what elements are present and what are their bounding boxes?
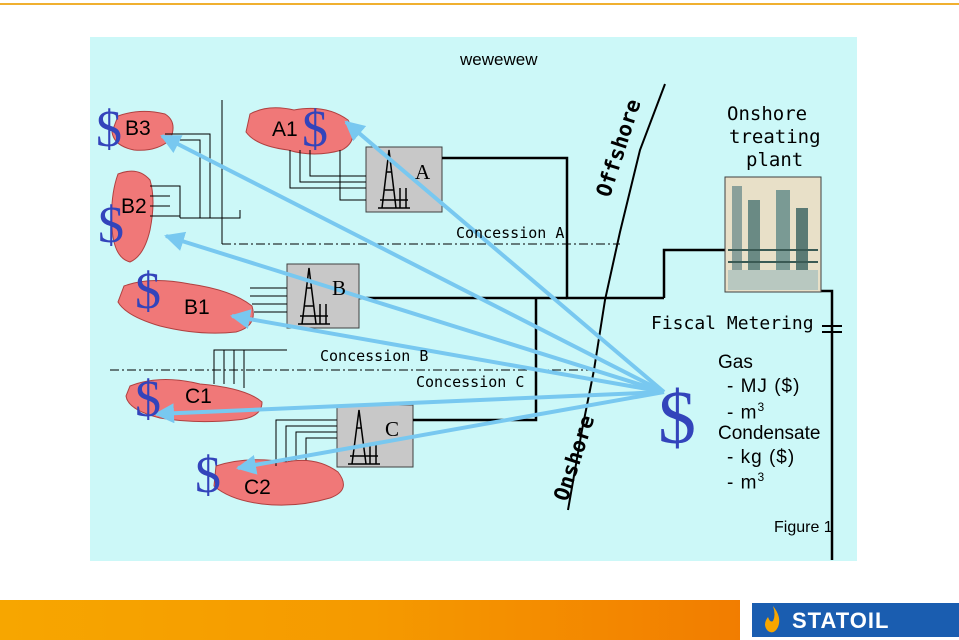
derrick-icon-a: [378, 149, 410, 209]
dollar-icon-b3: $: [96, 101, 122, 158]
platforms: [286, 146, 443, 468]
top-rule: [0, 3, 959, 5]
plant-label-line3: plant: [746, 149, 804, 171]
units-gas-m3-sup: 3: [757, 400, 766, 414]
treating-plant-icon: [724, 176, 822, 293]
field-label-b2: B2: [121, 195, 147, 218]
units-gas: Gas: [718, 352, 753, 373]
field-c2-shape: [213, 459, 344, 506]
logo-text: STATOIL: [792, 608, 890, 633]
platform-label-a: A: [415, 160, 431, 184]
derrick-icon-b: [298, 267, 330, 325]
units-gas-m3: - m3: [727, 400, 765, 424]
figure-label: Figure 1: [774, 519, 833, 536]
units-cond-m3-text: - m: [727, 472, 758, 494]
dollar-icon-a1: $: [302, 101, 328, 158]
platform-label-b: B: [332, 276, 347, 300]
main-pipelines: [359, 156, 834, 560]
units-cond-m3: - m3: [727, 470, 765, 494]
plant-label-line2: treating: [729, 126, 821, 148]
field-label-b1: B1: [184, 296, 210, 319]
dollar-icon-c1: $: [135, 371, 161, 428]
fiscal-metering-label: Fiscal Metering: [651, 313, 814, 334]
platform-c-box: [336, 404, 414, 468]
platform-b-box: [286, 263, 360, 329]
payment-arrows: [154, 120, 666, 475]
coastline: [567, 83, 666, 511]
platform-a-box: [365, 146, 443, 213]
units-gas-m3-text: - m: [727, 402, 758, 424]
statoil-logo: STATOIL: [752, 603, 959, 637]
dollar-icon-b1: $: [135, 263, 161, 320]
field-label-a1: A1: [272, 118, 298, 141]
units-condensate: Condensate: [718, 423, 821, 444]
dollar-icon-c2: $: [195, 447, 221, 504]
dollar-icon-large: $: [658, 376, 696, 460]
fiscal-meter-icon: [822, 325, 842, 333]
field-label-b3: B3: [125, 117, 151, 140]
platform-label-c: C: [385, 417, 400, 441]
dollar-icon-b2: $: [98, 197, 124, 254]
flame-icon: [765, 606, 780, 633]
field-label-c2: C2: [244, 476, 271, 499]
footer-bar: [0, 600, 740, 640]
concession-b-label: Concession B: [320, 347, 429, 365]
units-cond-m3-sup: 3: [757, 470, 766, 484]
concession-c-label: Concession C: [416, 373, 525, 391]
field-label-c1: C1: [185, 385, 212, 408]
concession-a-label: Concession A: [456, 224, 565, 242]
field-a1-shape: [245, 107, 354, 155]
field-b2-shape: [111, 170, 154, 263]
concession-boundaries: [110, 100, 620, 371]
diagram-title: wewewew: [460, 50, 538, 69]
units-cond-kg: - kg ($): [727, 447, 796, 468]
plant-label-line1: Onshore: [727, 103, 808, 125]
units-gas-mj: - MJ ($): [727, 376, 801, 397]
